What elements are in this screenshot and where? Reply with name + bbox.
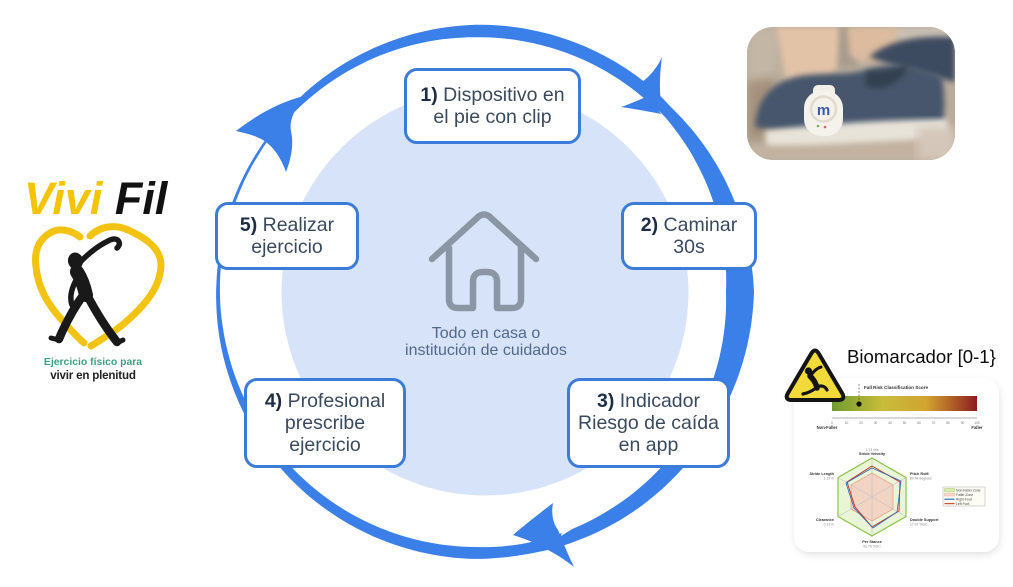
svg-text:60: 60 bbox=[917, 421, 921, 425]
svg-text:80: 80 bbox=[946, 421, 950, 425]
svg-text:Faller Zone: Faller Zone bbox=[956, 493, 973, 497]
svg-text:Non-Faller: Non-Faller bbox=[817, 425, 838, 430]
svg-text:40: 40 bbox=[888, 421, 892, 425]
svg-text:Faller: Faller bbox=[971, 425, 983, 430]
svg-text:30: 30 bbox=[874, 421, 878, 425]
svg-text:100: 100 bbox=[974, 421, 980, 425]
svg-text:90: 90 bbox=[961, 421, 965, 425]
svg-text:Per Stance: Per Stance bbox=[862, 540, 882, 544]
svg-text:Double Support: Double Support bbox=[910, 518, 939, 522]
svg-text:70: 70 bbox=[932, 421, 936, 425]
svg-text:Pitch RoM: Pitch RoM bbox=[910, 472, 929, 476]
svg-text:Stride Length: Stride Length bbox=[810, 472, 835, 476]
svg-text:Fall Risk Classification Score: Fall Risk Classification Score bbox=[864, 385, 929, 390]
svg-text:17.97 %GC: 17.97 %GC bbox=[910, 523, 928, 527]
svg-text:1.22 m: 1.22 m bbox=[824, 477, 835, 481]
svg-text:0: 0 bbox=[831, 421, 833, 425]
svg-text:10: 10 bbox=[845, 421, 849, 425]
svg-text:Non-Faller Zone: Non-Faller Zone bbox=[956, 488, 981, 492]
svg-text:Right Foot: Right Foot bbox=[956, 497, 972, 501]
svg-text:1.13 m/s: 1.13 m/s bbox=[865, 448, 878, 452]
svg-text:Clearance: Clearance bbox=[816, 518, 834, 522]
svg-text:m: m bbox=[817, 102, 830, 119]
svg-text:Left Foot: Left Foot bbox=[956, 502, 969, 506]
svg-text:80.94 degrees: 80.94 degrees bbox=[910, 477, 932, 481]
svg-text:Stride Velocity: Stride Velocity bbox=[859, 452, 886, 456]
svg-text:20: 20 bbox=[859, 421, 863, 425]
svg-text:50: 50 bbox=[903, 421, 907, 425]
svg-text:52.76 %GC: 52.76 %GC bbox=[863, 545, 881, 549]
svg-text:0.12 m: 0.12 m bbox=[824, 523, 835, 527]
